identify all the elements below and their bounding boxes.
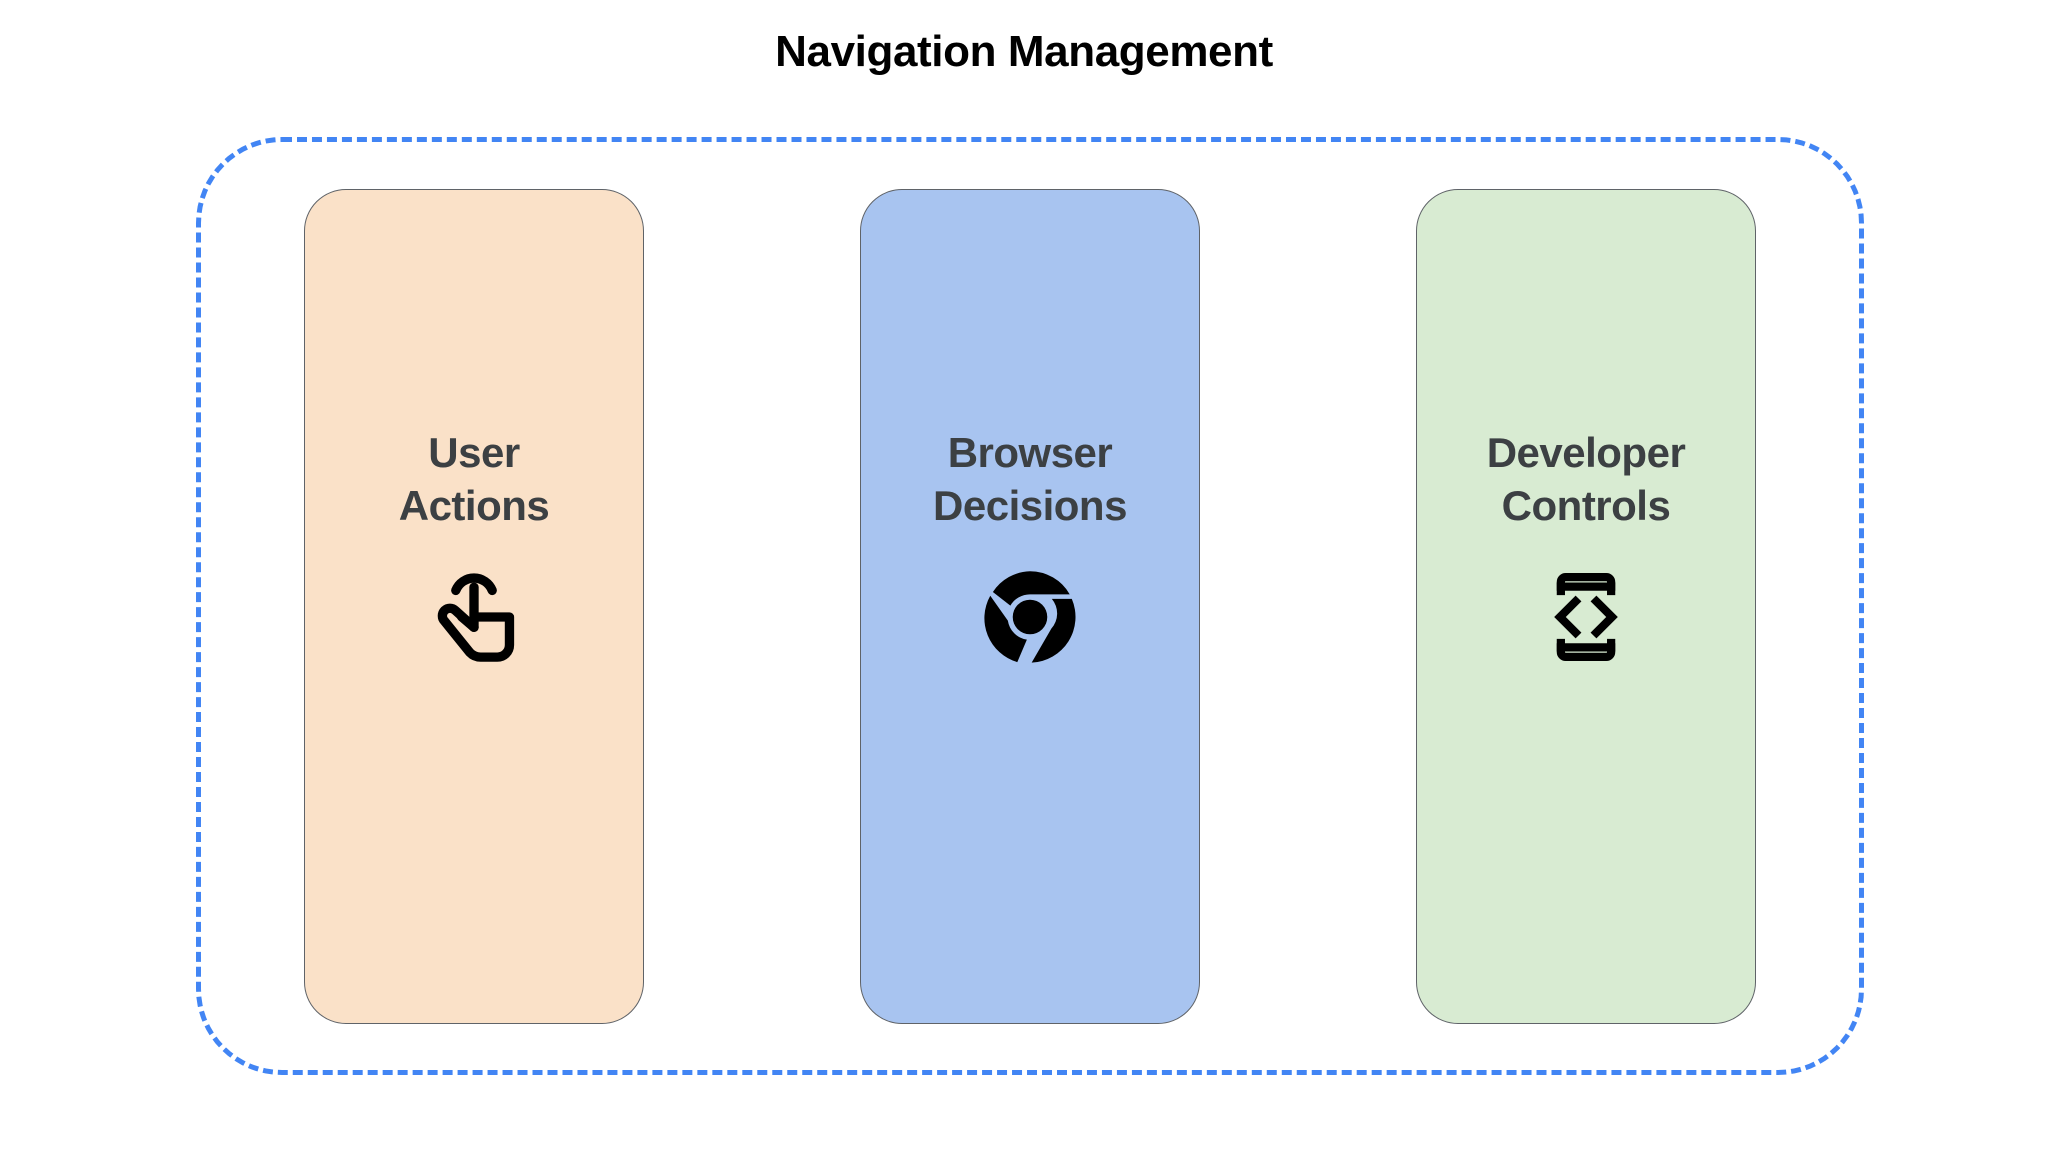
card-browser-decisions-label: Browser Decisions bbox=[933, 428, 1127, 530]
card-row: User Actions Browser Decisions bbox=[196, 137, 1864, 1075]
card-user-actions-label: User Actions bbox=[398, 428, 550, 530]
card-browser-decisions[interactable]: Browser Decisions bbox=[860, 188, 1200, 1024]
developer-mode-icon bbox=[1530, 561, 1642, 673]
card-developer-controls-label: Developer Controls bbox=[1486, 428, 1686, 530]
card-developer-controls[interactable]: Developer Controls bbox=[1416, 188, 1756, 1024]
card-user-actions[interactable]: User Actions bbox=[304, 188, 644, 1024]
navigation-management-group-border bbox=[196, 137, 1864, 1075]
page-title: Navigation Management bbox=[775, 27, 1273, 76]
touch-app-icon bbox=[418, 561, 530, 673]
chrome-logo-icon bbox=[974, 561, 1086, 673]
